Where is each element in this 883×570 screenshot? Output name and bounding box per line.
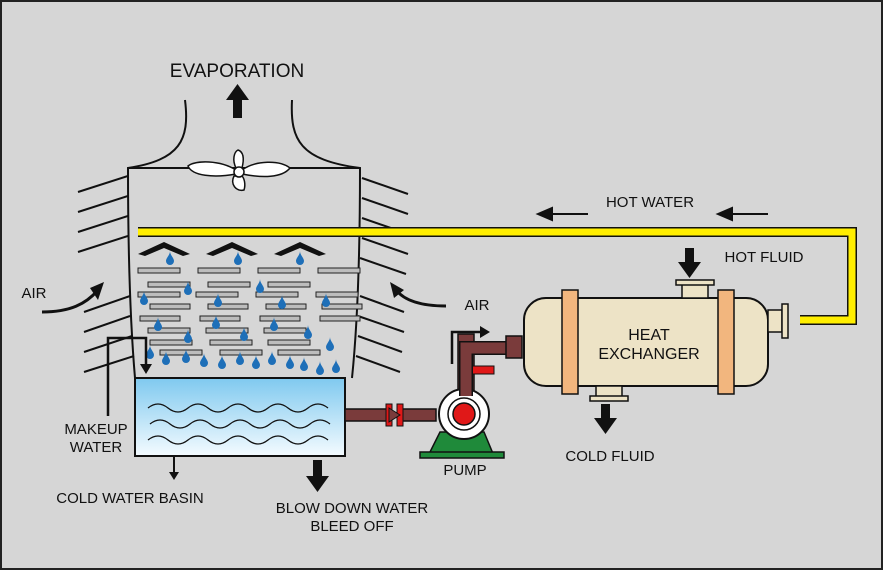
cold-water-basin [134, 377, 346, 457]
makeup-water-label-line2: WATER [70, 439, 123, 456]
fill-slat [321, 303, 363, 310]
fill-slat [315, 291, 359, 298]
makeup-water-line [106, 336, 152, 416]
air-arrow-left [41, 282, 104, 314]
evaporation-arrow [226, 84, 249, 118]
heat-exchanger-label-line1: HEAT [628, 327, 670, 344]
fill-slat [219, 349, 263, 356]
cold-water-basin-label: COLD WATER BASIN [56, 490, 204, 507]
air-right-label: AIR [464, 297, 489, 314]
fill-slat [207, 303, 249, 310]
fill-slat [255, 291, 299, 298]
air-arrow-right [390, 282, 447, 308]
fill-slat [319, 315, 361, 322]
air-left-label: AIR [21, 285, 46, 302]
fill-slat [197, 267, 241, 274]
fill-slat [209, 339, 253, 346]
blow-down-label-line1: BLOW DOWN WATER [276, 500, 429, 517]
fill-slat [149, 303, 191, 310]
fill-media-slats [137, 267, 363, 356]
makeup-water-label-line1: MAKEUP [64, 421, 127, 438]
fill-slat [137, 267, 181, 274]
hot-water-flow-arrows [535, 206, 768, 222]
blow-down-arrow [306, 460, 329, 492]
fill-slat [267, 339, 311, 346]
fill-slat [267, 281, 311, 288]
fill-slat [207, 281, 251, 288]
fill-slat [263, 327, 307, 334]
discharge-pipe [459, 335, 523, 396]
cold-fluid-label: COLD FLUID [565, 448, 654, 465]
fill-slat [259, 315, 301, 322]
suction-pipe [344, 408, 437, 422]
fill-slat [199, 315, 241, 322]
fill-slat [317, 267, 361, 274]
fill-slat [159, 349, 203, 356]
valve-icon [385, 403, 404, 427]
hot-water-label: HOT WATER [606, 194, 694, 211]
fill-slat [205, 327, 249, 334]
fill-slat [147, 281, 191, 288]
evaporation-label: EVAPORATION [170, 61, 304, 82]
cold-fluid-arrow [594, 404, 617, 434]
fill-slat [257, 267, 301, 274]
heat-exchanger [523, 279, 789, 402]
fill-slat [147, 327, 191, 334]
heat-exchanger-label-line2: EXCHANGER [598, 346, 699, 363]
fill-slat [265, 303, 307, 310]
hot-fluid-arrow [678, 248, 701, 278]
fan-icon [187, 149, 292, 192]
basin-drain-arrow [169, 456, 179, 480]
fill-slat [137, 291, 181, 298]
fill-slat [149, 339, 193, 346]
hot-fluid-label: HOT FLUID [725, 249, 804, 266]
pump-flow-arrow [450, 326, 490, 364]
spray-nozzles [138, 242, 326, 256]
fill-slat [195, 291, 239, 298]
fill-slat [139, 315, 181, 322]
fill-slat [277, 349, 321, 356]
blow-down-label-line2: BLEED OFF [310, 518, 393, 535]
pump-label: PUMP [443, 462, 486, 479]
